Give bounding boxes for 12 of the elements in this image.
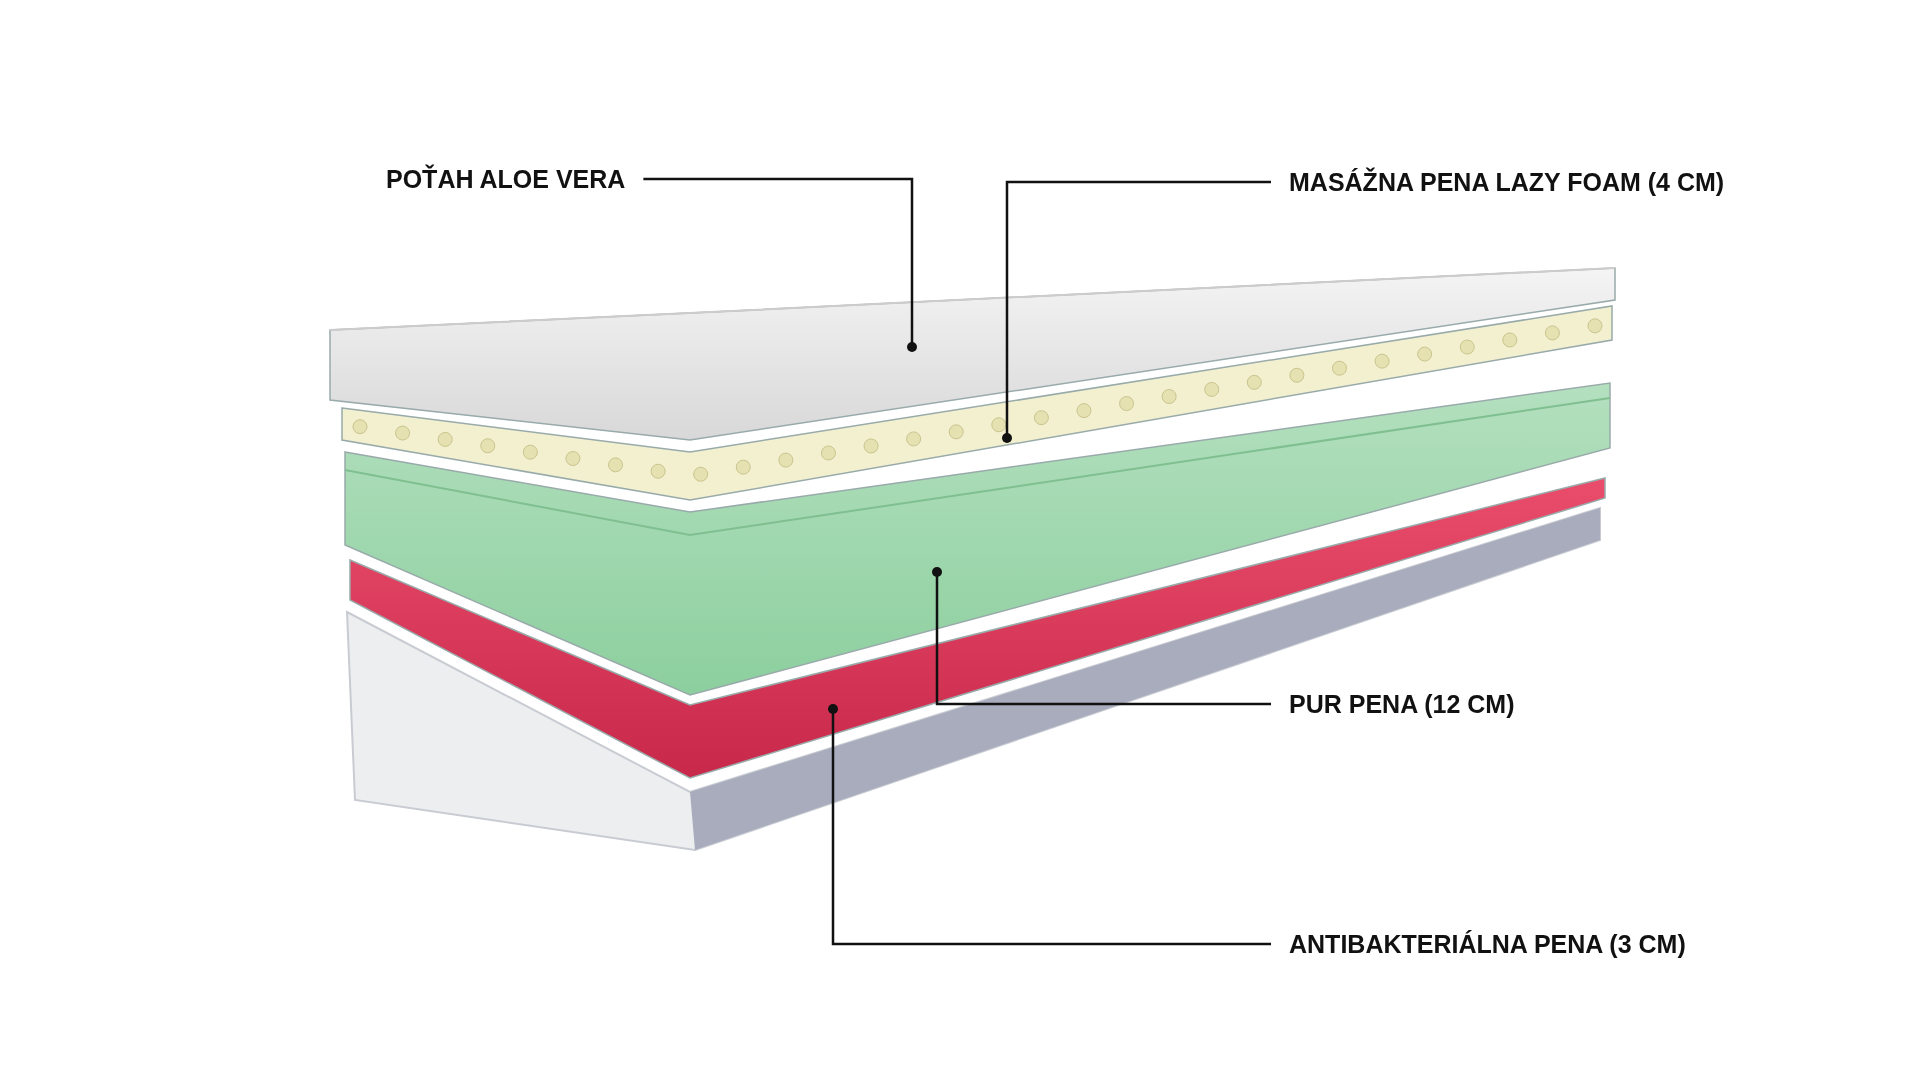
layer-label: POŤAH ALOE VERA bbox=[386, 164, 626, 194]
leader-line bbox=[1002, 180, 1271, 443]
layer-label: PUR PENA (12 CM) bbox=[1289, 689, 1515, 719]
leader-line bbox=[643, 177, 917, 352]
leader-line bbox=[828, 704, 1271, 946]
leader-line bbox=[932, 567, 1271, 706]
pur-foam-layer-drawing bbox=[344, 382, 1611, 696]
antibacterial-foam-layer-drawing bbox=[349, 477, 1606, 779]
layer-label: MASÁŽNA PENA LAZY FOAM (4 CM) bbox=[1289, 167, 1725, 197]
massage-foam-layer-drawing bbox=[341, 305, 1613, 501]
layer-label: ANTIBAKTERIÁLNA PENA (3 CM) bbox=[1289, 929, 1686, 959]
cover-layer-drawing bbox=[329, 267, 1616, 441]
